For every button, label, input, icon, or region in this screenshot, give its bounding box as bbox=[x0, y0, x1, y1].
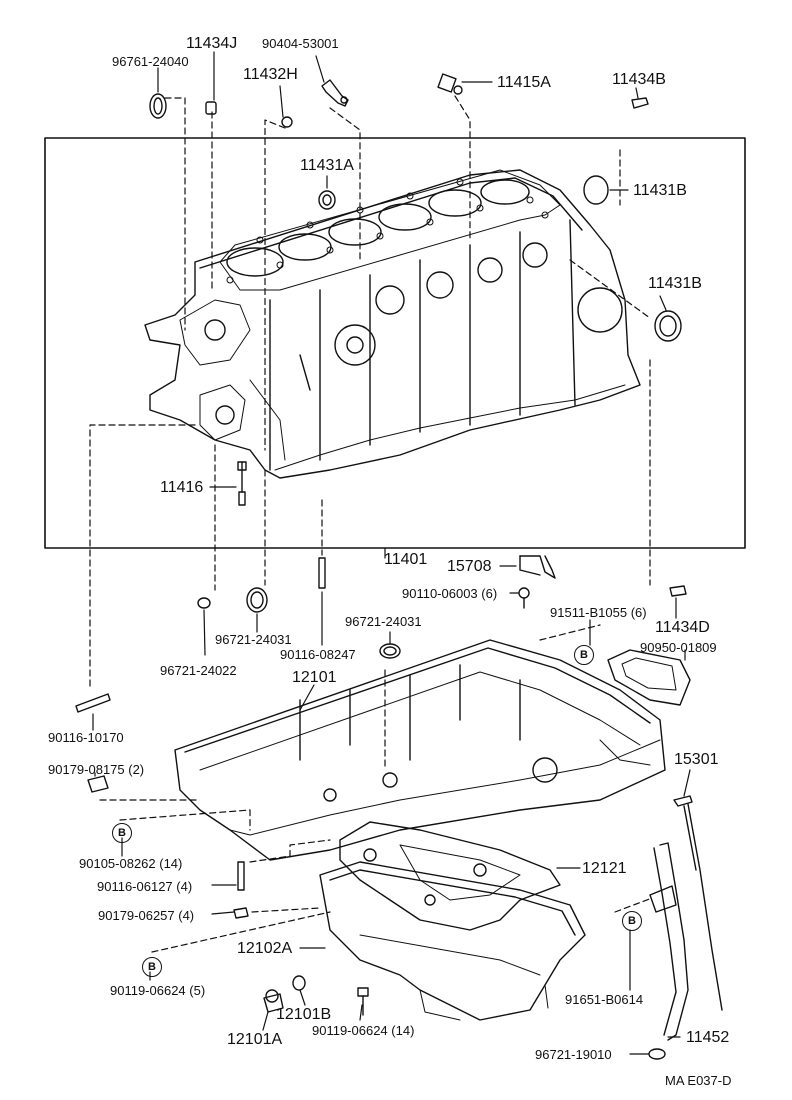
label-96721-19010: 96721-19010 bbox=[535, 1047, 612, 1062]
part-90179-08175 bbox=[87, 775, 109, 793]
part-96721-24022 bbox=[197, 597, 211, 609]
part-11416 bbox=[237, 461, 247, 506]
dashed-guides bbox=[89, 95, 653, 953]
part-11415A bbox=[437, 73, 463, 95]
label-12101B: 12101B bbox=[276, 1006, 332, 1023]
part-96721-24031-left bbox=[246, 587, 268, 613]
label-96721-24022: 96721-24022 bbox=[160, 663, 237, 678]
label-91511-B1055: 91511-B1055 (6) bbox=[550, 605, 647, 620]
label-11434J: 11434J bbox=[186, 35, 238, 52]
part-96721-24031-right bbox=[379, 643, 401, 659]
label-90116-08247: 90116-08247 bbox=[280, 647, 356, 662]
label-15301: 15301 bbox=[674, 751, 719, 768]
part-11452-guide bbox=[649, 842, 689, 1041]
label-11431B-mid: 11431B bbox=[648, 275, 702, 292]
part-11434D bbox=[669, 585, 687, 597]
marker-b-3: B bbox=[142, 957, 162, 977]
part-11431B-top bbox=[583, 175, 609, 205]
label-11452: 11452 bbox=[686, 1029, 730, 1046]
part-96721-19010 bbox=[648, 1048, 666, 1060]
part-90116-10170 bbox=[75, 693, 111, 713]
oil-pan-lower bbox=[319, 861, 586, 1021]
marker-b-1: B bbox=[574, 645, 594, 665]
label-90119-06624-5: 90119-06624 (5) bbox=[110, 983, 206, 998]
label-90179-06257: 90179-06257 (4) bbox=[98, 908, 195, 923]
part-90179-06257 bbox=[233, 907, 249, 919]
label-90404-53001: 90404-53001 bbox=[262, 36, 339, 51]
part-15708 bbox=[519, 555, 556, 579]
label-12101: 12101 bbox=[292, 669, 337, 686]
part-11434B bbox=[631, 97, 649, 109]
marker-b-2: B bbox=[112, 823, 132, 843]
label-90116-06127: 90116-06127 (4) bbox=[97, 879, 193, 894]
label-11432H: 11432H bbox=[243, 66, 298, 83]
block-assembly-frame bbox=[44, 137, 746, 549]
label-90119-06624-14: 90119-06624 (14) bbox=[312, 1023, 415, 1038]
part-12101A bbox=[263, 989, 284, 1013]
part-90116-08247 bbox=[318, 557, 326, 589]
label-90110-06003: 90110-06003 (6) bbox=[402, 586, 498, 601]
label-12121: 12121 bbox=[582, 860, 627, 877]
part-15301-dipstick bbox=[673, 795, 723, 1011]
part-90404-53001 bbox=[321, 79, 349, 107]
marker-b-4: B bbox=[622, 911, 642, 931]
label-11434D: 11434D bbox=[655, 619, 710, 636]
oil-pan-upper bbox=[174, 639, 666, 861]
part-11434J bbox=[205, 101, 217, 115]
leader-lines bbox=[92, 51, 691, 1055]
label-11401: 11401 bbox=[384, 551, 428, 568]
label-96721-24031-right: 96721-24031 bbox=[345, 614, 422, 629]
label-11415A: 11415A bbox=[497, 74, 551, 91]
label-91651-B0614: 91651-B0614 bbox=[565, 992, 644, 1007]
part-11431B-mid bbox=[654, 310, 682, 342]
part-12101B bbox=[292, 975, 306, 991]
part-90119-06624-bolt bbox=[357, 987, 369, 1016]
part-11431A bbox=[318, 190, 336, 210]
label-96761-24040: 96761-24040 bbox=[112, 54, 189, 69]
label-90179-08175: 90179-08175 (2) bbox=[48, 762, 145, 777]
part-90110-06003 bbox=[518, 587, 530, 609]
label-15708: 15708 bbox=[447, 558, 492, 575]
label-12102A: 12102A bbox=[237, 940, 293, 957]
label-90950-01809: 90950-01809 bbox=[640, 640, 717, 655]
label-90116-10170: 90116-10170 bbox=[48, 730, 124, 745]
label-11434B: 11434B bbox=[612, 71, 666, 88]
footer-code: MA E037-D bbox=[665, 1073, 732, 1088]
label-90105-08262: 90105-08262 (14) bbox=[79, 856, 183, 871]
label-12101A: 12101A bbox=[227, 1031, 283, 1048]
label-11416: 11416 bbox=[160, 479, 204, 496]
label-11431B-top: 11431B bbox=[633, 182, 687, 199]
part-11432H bbox=[281, 116, 293, 128]
part-90116-06127 bbox=[237, 861, 245, 891]
part-90950-01809 bbox=[607, 649, 691, 706]
cylinder-block bbox=[144, 169, 641, 479]
label-11431A: 11431A bbox=[300, 157, 354, 174]
part-96761-24040 bbox=[149, 93, 167, 119]
label-96721-24031-left: 96721-24031 bbox=[215, 632, 292, 647]
